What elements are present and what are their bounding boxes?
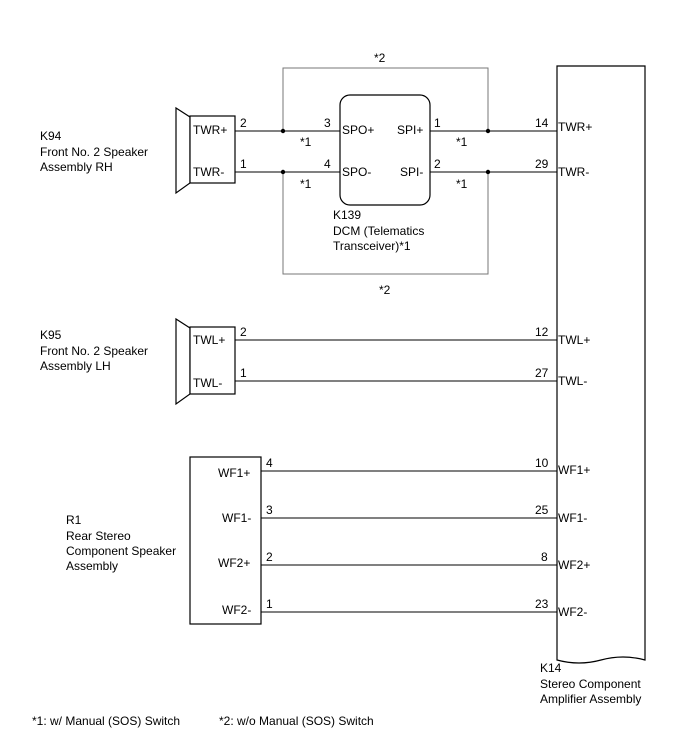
k14-name-line2: Amplifier Assembly (540, 692, 641, 706)
pin-number: 29 (535, 157, 549, 171)
r1-pin-label: WF2+ (218, 556, 250, 570)
pin-number: 3 (324, 116, 331, 130)
footnote-1: *1: w/ Manual (SOS) Switch (32, 714, 180, 728)
pin-number: 1 (266, 597, 273, 611)
k14-name-line1: Stereo Component (540, 677, 641, 691)
k95-speaker: TWL+ TWL- K95 Front No. 2 Speaker Assemb… (40, 317, 236, 406)
k94-connector (189, 115, 236, 184)
k139-name-line2: Transceiver)*1 (333, 239, 411, 253)
footnote-mark: *1 (456, 135, 468, 149)
footnote-2: *2: w/o Manual (SOS) Switch (219, 714, 374, 728)
k139-pin-label: SPO+ (342, 123, 374, 137)
r1-pin-label: WF1- (222, 511, 251, 525)
k95-code: K95 (40, 328, 62, 342)
footnotes: *1: w/ Manual (SOS) Switch *2: w/o Manua… (32, 714, 374, 728)
footnote-mark: *1 (300, 177, 312, 191)
bypass-wire-bottom (282, 172, 489, 275)
k14-pin-label: WF1+ (558, 463, 590, 477)
k139-pin-label: SPI- (400, 165, 423, 179)
k14-amplifier: TWR+ TWR- TWL+ TWL- WF1+ WF1- WF2+ WF2- … (540, 65, 646, 706)
k94-pin-label: TWR+ (193, 123, 227, 137)
speaker-cone-icon (175, 106, 191, 195)
k14-pin-label: TWR- (558, 165, 589, 179)
pin-number: 2 (240, 116, 247, 130)
pin-number: 2 (240, 325, 247, 339)
pin-number: 1 (434, 116, 441, 130)
k14-pin-label: TWL- (558, 374, 587, 388)
k94-name-line1: Front No. 2 Speaker (40, 145, 148, 159)
bypass-wire-top (282, 67, 489, 131)
footnote-mark: *2 (379, 283, 391, 297)
k14-pin-label: WF2+ (558, 558, 590, 572)
pin-number: 27 (535, 366, 549, 380)
footnote-mark: *1 (456, 177, 468, 191)
pin-number: 4 (324, 157, 331, 171)
k139-name-line1: DCM (Telematics (333, 224, 424, 238)
k139-box (339, 94, 431, 206)
splice-dot (280, 169, 286, 175)
pin-number: 12 (535, 325, 549, 339)
pin-number: 1 (240, 157, 247, 171)
pin-number: 23 (535, 597, 549, 611)
k94-code: K94 (40, 129, 62, 143)
k94-speaker: TWR+ TWR- K94 Front No. 2 Speaker Assemb… (40, 106, 236, 195)
k14-pin-label: TWR+ (558, 120, 592, 134)
k139-pin-label: SPO- (342, 165, 371, 179)
r1-name-line2: Component Speaker (66, 544, 176, 558)
k95-name-line1: Front No. 2 Speaker (40, 344, 148, 358)
r1-name-line3: Assembly (66, 559, 118, 573)
r1-code: R1 (66, 513, 82, 527)
pin-number: 4 (266, 456, 273, 470)
pin-number: 25 (535, 503, 549, 517)
k95-connector (189, 326, 236, 395)
pin-number: 2 (266, 550, 273, 564)
r1-box (189, 456, 262, 625)
splice-dot (485, 128, 491, 134)
k95-pin-label: TWL- (193, 376, 222, 390)
k139-pin-label: SPI+ (397, 123, 423, 137)
k94-name-line2: Assembly RH (40, 160, 113, 174)
twr-wiring: 2 1 3 4 1 2 14 29 *1 *1 *1 *1 *2 *2 (235, 51, 557, 297)
r1-pin-label: WF1+ (218, 466, 250, 480)
k14-pin-label: WF2- (558, 605, 587, 619)
r1-name-line1: Rear Stereo (66, 529, 131, 543)
splice-dot (280, 128, 286, 134)
speaker-cone-icon (175, 317, 191, 406)
r1-pin-label: WF2- (222, 603, 251, 617)
k14-pin-label: TWL+ (558, 333, 590, 347)
r1-speaker: WF1+ WF1- WF2+ WF2- R1 Rear Stereo Compo… (66, 456, 262, 625)
wf-wiring: 4 3 2 1 10 25 8 23 (261, 456, 557, 613)
k95-pin-label: TWL+ (193, 333, 225, 347)
k14-pin-label: WF1- (558, 511, 587, 525)
k14-code: K14 (540, 661, 562, 675)
k95-name-line2: Assembly LH (40, 359, 111, 373)
pin-number: 1 (240, 366, 247, 380)
pin-number: 2 (434, 157, 441, 171)
footnote-mark: *1 (300, 135, 312, 149)
footnote-mark: *2 (374, 51, 386, 65)
pin-number: 14 (535, 116, 549, 130)
pin-number: 8 (541, 550, 548, 564)
k94-pin-label: TWR- (193, 165, 224, 179)
k139-code: K139 (333, 208, 361, 222)
k14-box (556, 65, 646, 664)
pin-number: 3 (266, 503, 273, 517)
k139-dcm: SPO+ SPO- SPI+ SPI- K139 DCM (Telematics… (333, 94, 431, 253)
pin-number: 10 (535, 456, 549, 470)
splice-dot (485, 169, 491, 175)
twl-wiring: 2 1 12 27 (235, 325, 557, 382)
